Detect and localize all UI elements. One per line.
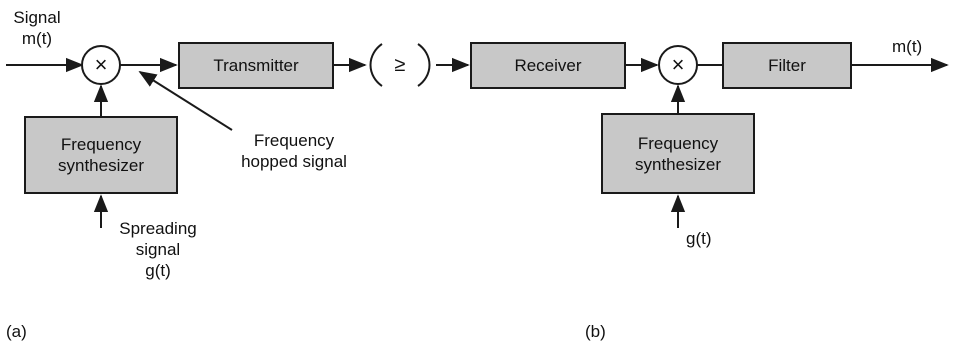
hopped-signal-label: Frequency hopped signal: [222, 130, 366, 172]
input-signal-label: Signal m(t): [2, 7, 72, 49]
output-label: m(t): [892, 37, 923, 56]
synth-a-line1: Frequency: [60, 135, 142, 154]
panel-b-label: (b): [585, 322, 606, 341]
input-signal-line1: Signal: [13, 8, 61, 27]
channel-arc-left: [369, 43, 383, 87]
synth-a-line2: synthesizer: [58, 156, 144, 175]
mixer-a-symbol: ×: [94, 52, 108, 77]
synth-b-line1: Frequency: [637, 133, 719, 153]
spreading-line3: g(t): [145, 261, 171, 280]
spreading-signal-label: Spreading signal g(t): [108, 218, 208, 281]
mixer-b-symbol: ×: [671, 52, 685, 77]
transmitter-box: Transmitter: [178, 42, 334, 89]
receiver-label: Receiver: [514, 56, 582, 75]
receiver-box: Receiver: [470, 42, 626, 89]
input-signal-line2: m(t): [21, 29, 53, 48]
spreading-line1: Spreading: [119, 219, 197, 238]
filter-label: Filter: [768, 56, 806, 75]
frequency-synthesizer-b-box: Frequency synthesizer: [601, 113, 755, 194]
channel-arc-right: [417, 43, 431, 87]
hopped-line1: Frequency: [253, 131, 335, 150]
hopped-signal-pointer: [138, 71, 233, 131]
filter-box: Filter: [722, 42, 852, 89]
hopped-line2: hopped signal: [241, 152, 347, 171]
transmitter-label: Transmitter: [213, 56, 299, 75]
spreading-line2: signal: [135, 240, 181, 259]
panel-a-label: (a): [6, 322, 27, 341]
channel-symbol: ≥: [394, 54, 406, 76]
synth-b-line2: synthesizer: [635, 154, 721, 174]
gt-label: g(t): [686, 229, 712, 248]
frequency-synthesizer-a-box: Frequency synthesizer: [24, 116, 178, 194]
